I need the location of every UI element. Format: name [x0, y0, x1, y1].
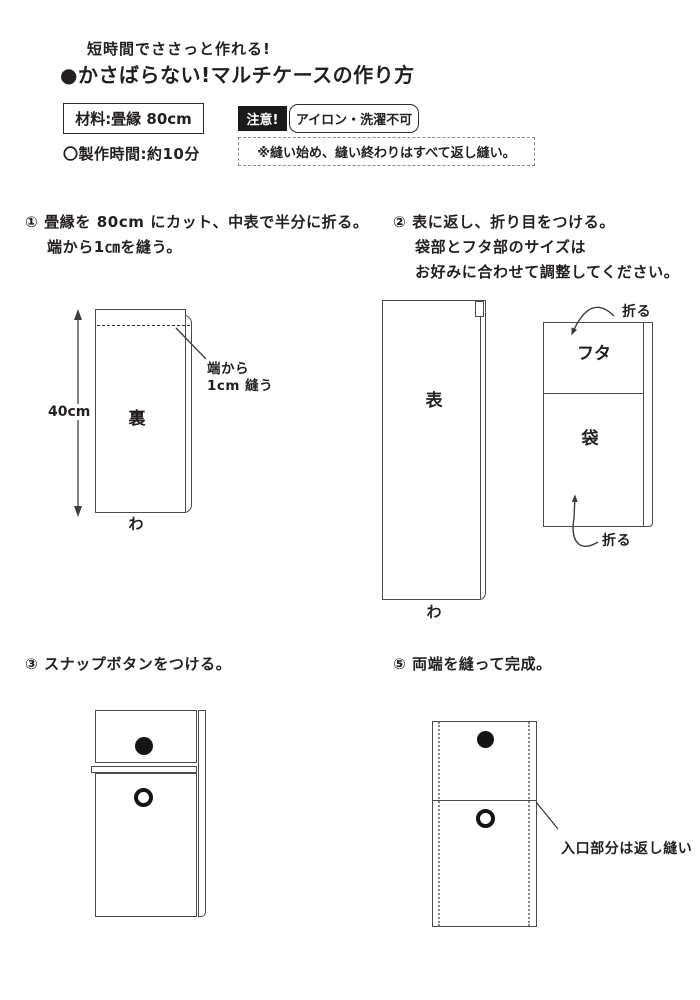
- step-2-text-line-1: ② 表に返し、折り目をつける。: [393, 213, 615, 231]
- step-3-text-line-1: ③ スナップボタンをつける。: [25, 655, 232, 673]
- page-title: ●かさばらない!マルチケースの作り方: [60, 63, 415, 87]
- subtitle: 短時間でささっと作れる!: [87, 40, 271, 58]
- diagram1-seam-dashed-line: [97, 325, 190, 326]
- step-2-text-line-2: 袋部とフタ部のサイズは: [415, 238, 587, 256]
- diagram5-entrance-note: 入口部分は返し縫い: [561, 841, 693, 857]
- sewing-note-label: ※縫い始め、縫い終わりはすべて返し縫い。: [257, 146, 516, 161]
- diagram2-fold-note-bottom: 折る: [602, 533, 632, 549]
- diagram2-fold-crease-line: [544, 393, 643, 394]
- diagram1-fabric-piece: [95, 309, 186, 513]
- diagram3-fold-edge-strip: [91, 766, 197, 773]
- materials-box: 材料:畳縁 80cm: [63, 103, 204, 134]
- diagram2-folded-side-band: [643, 322, 653, 527]
- snap-socket-ring: [134, 788, 153, 807]
- snap-stud-filled: [135, 737, 153, 755]
- diagram5-stitch-line-right: [528, 722, 530, 926]
- step-2-text-line-3: お好みに合わせて調整してください。: [415, 263, 680, 281]
- diagram2-fold-note-top: 折る: [622, 304, 652, 320]
- entrance-leader-line: [535, 801, 559, 830]
- diagram2-flap-label: フタ: [577, 344, 611, 364]
- diagram2-pocket-label: 袋: [581, 429, 599, 449]
- caution-badge: 注意!: [238, 106, 287, 131]
- seam-annotation-line-1: 端から: [207, 361, 249, 377]
- step-1-text-line-1: ① 畳縁を 80cm にカット、中表で半分に折る。: [25, 213, 369, 231]
- diagram2-front-edge-line: [480, 301, 481, 599]
- diagram2-folded-piece: [543, 322, 644, 527]
- sewing-note-box: ※縫い始め、縫い終わりはすべて返し縫い。: [238, 137, 535, 166]
- materials-label: 材料:畳縁 80cm: [75, 110, 192, 128]
- diagram1-fold-edge-label: わ: [128, 515, 144, 533]
- caution-note-box: アイロン・洗濯不可: [289, 104, 419, 133]
- seam-annotation-line-2: 1cm 縫う: [207, 378, 274, 394]
- diagram2-front-seam-notch: [475, 301, 484, 317]
- diagram1-back-side-label: 裏: [128, 409, 146, 429]
- diagram1-seam-annotation: 端から 1cm 縫う: [207, 361, 273, 395]
- diagram1-height-dimension: 40cm: [46, 404, 93, 420]
- step-5-text-line-1: ⑤ 両端を縫って完成。: [393, 655, 552, 673]
- production-time: 〇製作時間:約10分: [63, 145, 200, 163]
- diagram5-stitch-line-left: [438, 722, 440, 926]
- diagram2-front-piece: [382, 300, 486, 600]
- diagram2-front-side-label: 表: [425, 391, 443, 411]
- diagram5-snap-socket-ring: [476, 809, 495, 828]
- caution-note-label: アイロン・洗濯不可: [295, 113, 413, 128]
- diagram5-opening-line: [432, 800, 537, 801]
- diagram5-leader-overlay: [535, 801, 559, 830]
- diagram5-snap-stud-filled: [477, 731, 494, 748]
- diagram3-side-band: [198, 710, 206, 917]
- step-1-text-line-2: 端から1㎝を縫う。: [47, 238, 182, 256]
- diagram2-front-fold-edge-label: わ: [426, 603, 442, 621]
